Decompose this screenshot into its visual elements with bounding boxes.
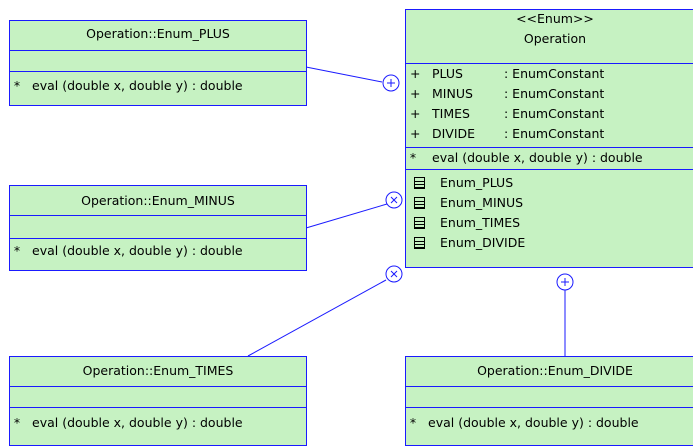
attribute-name: DIVIDE	[432, 126, 476, 141]
inner-class-name: Enum_TIMES	[440, 215, 521, 230]
visibility-marker: +	[410, 66, 421, 81]
inner-class-icon	[414, 237, 425, 249]
operation-marker: *	[409, 150, 417, 165]
attributes-compartment	[406, 386, 693, 407]
attribute-name: PLUS	[432, 66, 463, 81]
class-name: Operation::Enum_TIMES	[82, 363, 234, 378]
visibility-marker: +	[410, 86, 421, 101]
connector-times	[247, 279, 387, 357]
class-name: Operation::Enum_MINUS	[81, 193, 235, 208]
visibility-marker: +	[410, 126, 421, 141]
operation-row: * eval (double x, double y) : double	[406, 413, 693, 433]
attributes-compartment: + PLUS : EnumConstant + MINUS : EnumCons…	[406, 63, 693, 144]
operation-signature: eval (double x, double y) : double	[428, 415, 639, 430]
operation-row: * eval (double x, double y) : double	[10, 76, 306, 96]
connector-plus	[305, 66, 383, 83]
containment-divide-icon	[556, 273, 574, 291]
containment-times-icon	[385, 265, 403, 283]
operation-row: * eval (double x, double y) : double	[406, 148, 693, 168]
class-operation-enum[interactable]: <<Enum>> Operation + PLUS : EnumConstant…	[405, 9, 693, 268]
attribute-name: MINUS	[432, 86, 473, 101]
attribute-row: + MINUS : EnumConstant	[406, 84, 693, 104]
inner-class-icon	[414, 177, 425, 189]
class-enum-times[interactable]: Operation::Enum_TIMES * eval (double x, …	[9, 356, 307, 446]
connector-minus	[305, 203, 388, 229]
attribute-row: + TIMES : EnumConstant	[406, 104, 693, 124]
inner-class-icon	[414, 217, 425, 229]
inner-class-name: Enum_DIVIDE	[440, 235, 526, 250]
attribute-name: TIMES	[432, 106, 470, 121]
operation-row: * eval (double x, double y) : double	[10, 241, 306, 261]
operation-signature: eval (double x, double y) : double	[32, 78, 243, 93]
operation-signature: eval (double x, double y) : double	[32, 243, 243, 258]
class-name: Operation::Enum_PLUS	[86, 26, 230, 41]
inner-class-row[interactable]: Enum_DIVIDE	[406, 233, 693, 253]
attributes-compartment	[10, 215, 306, 238]
inner-class-row[interactable]: Enum_MINUS	[406, 193, 693, 213]
attributes-compartment	[10, 386, 306, 407]
inner-class-row[interactable]: Enum_TIMES	[406, 213, 693, 233]
class-enum-plus[interactable]: Operation::Enum_PLUS * eval (double x, d…	[9, 20, 307, 106]
operation-marker: *	[13, 243, 21, 258]
class-enum-minus[interactable]: Operation::Enum_MINUS * eval (double x, …	[9, 185, 307, 271]
inner-class-name: Enum_MINUS	[440, 195, 524, 210]
containment-plus-icon	[382, 74, 400, 92]
inner-class-name: Enum_PLUS	[440, 175, 514, 190]
class-name: Operation::Enum_DIVIDE	[477, 363, 633, 378]
operations-compartment: * eval (double x, double y) : double	[10, 238, 306, 261]
stereotype-label: <<Enum>>	[516, 11, 594, 26]
class-name: Operation	[523, 31, 587, 46]
operation-row: * eval (double x, double y) : double	[10, 413, 306, 433]
operations-compartment: * eval (double x, double y) : double	[406, 147, 693, 169]
containment-minus-icon	[385, 191, 403, 209]
operation-signature: eval (double x, double y) : double	[32, 415, 243, 430]
operation-marker: *	[409, 415, 417, 430]
attributes-compartment	[10, 50, 306, 71]
attribute-row: + PLUS : EnumConstant	[406, 64, 693, 84]
class-enum-divide[interactable]: Operation::Enum_DIVIDE * eval (double x,…	[405, 356, 693, 446]
operation-marker: *	[13, 415, 21, 430]
attribute-type: : EnumConstant	[504, 106, 605, 121]
class-operation-header: <<Enum>> Operation	[406, 10, 693, 50]
operations-compartment: * eval (double x, double y) : double	[10, 407, 306, 433]
operations-compartment: * eval (double x, double y) : double	[10, 71, 306, 96]
inner-class-icon	[414, 197, 425, 209]
operation-signature: eval (double x, double y) : double	[432, 150, 643, 165]
inner-classes-compartment: Enum_PLUS Enum_MINUS Enum_TIMES Enum_DIV…	[406, 169, 693, 253]
attribute-type: : EnumConstant	[504, 126, 605, 141]
attribute-row: + DIVIDE : EnumConstant	[406, 124, 693, 144]
visibility-marker: +	[410, 106, 421, 121]
operation-marker: *	[13, 78, 21, 93]
operations-compartment: * eval (double x, double y) : double	[406, 407, 693, 433]
attribute-type: : EnumConstant	[504, 66, 605, 81]
inner-class-row[interactable]: Enum_PLUS	[406, 173, 693, 193]
attribute-type: : EnumConstant	[504, 86, 605, 101]
